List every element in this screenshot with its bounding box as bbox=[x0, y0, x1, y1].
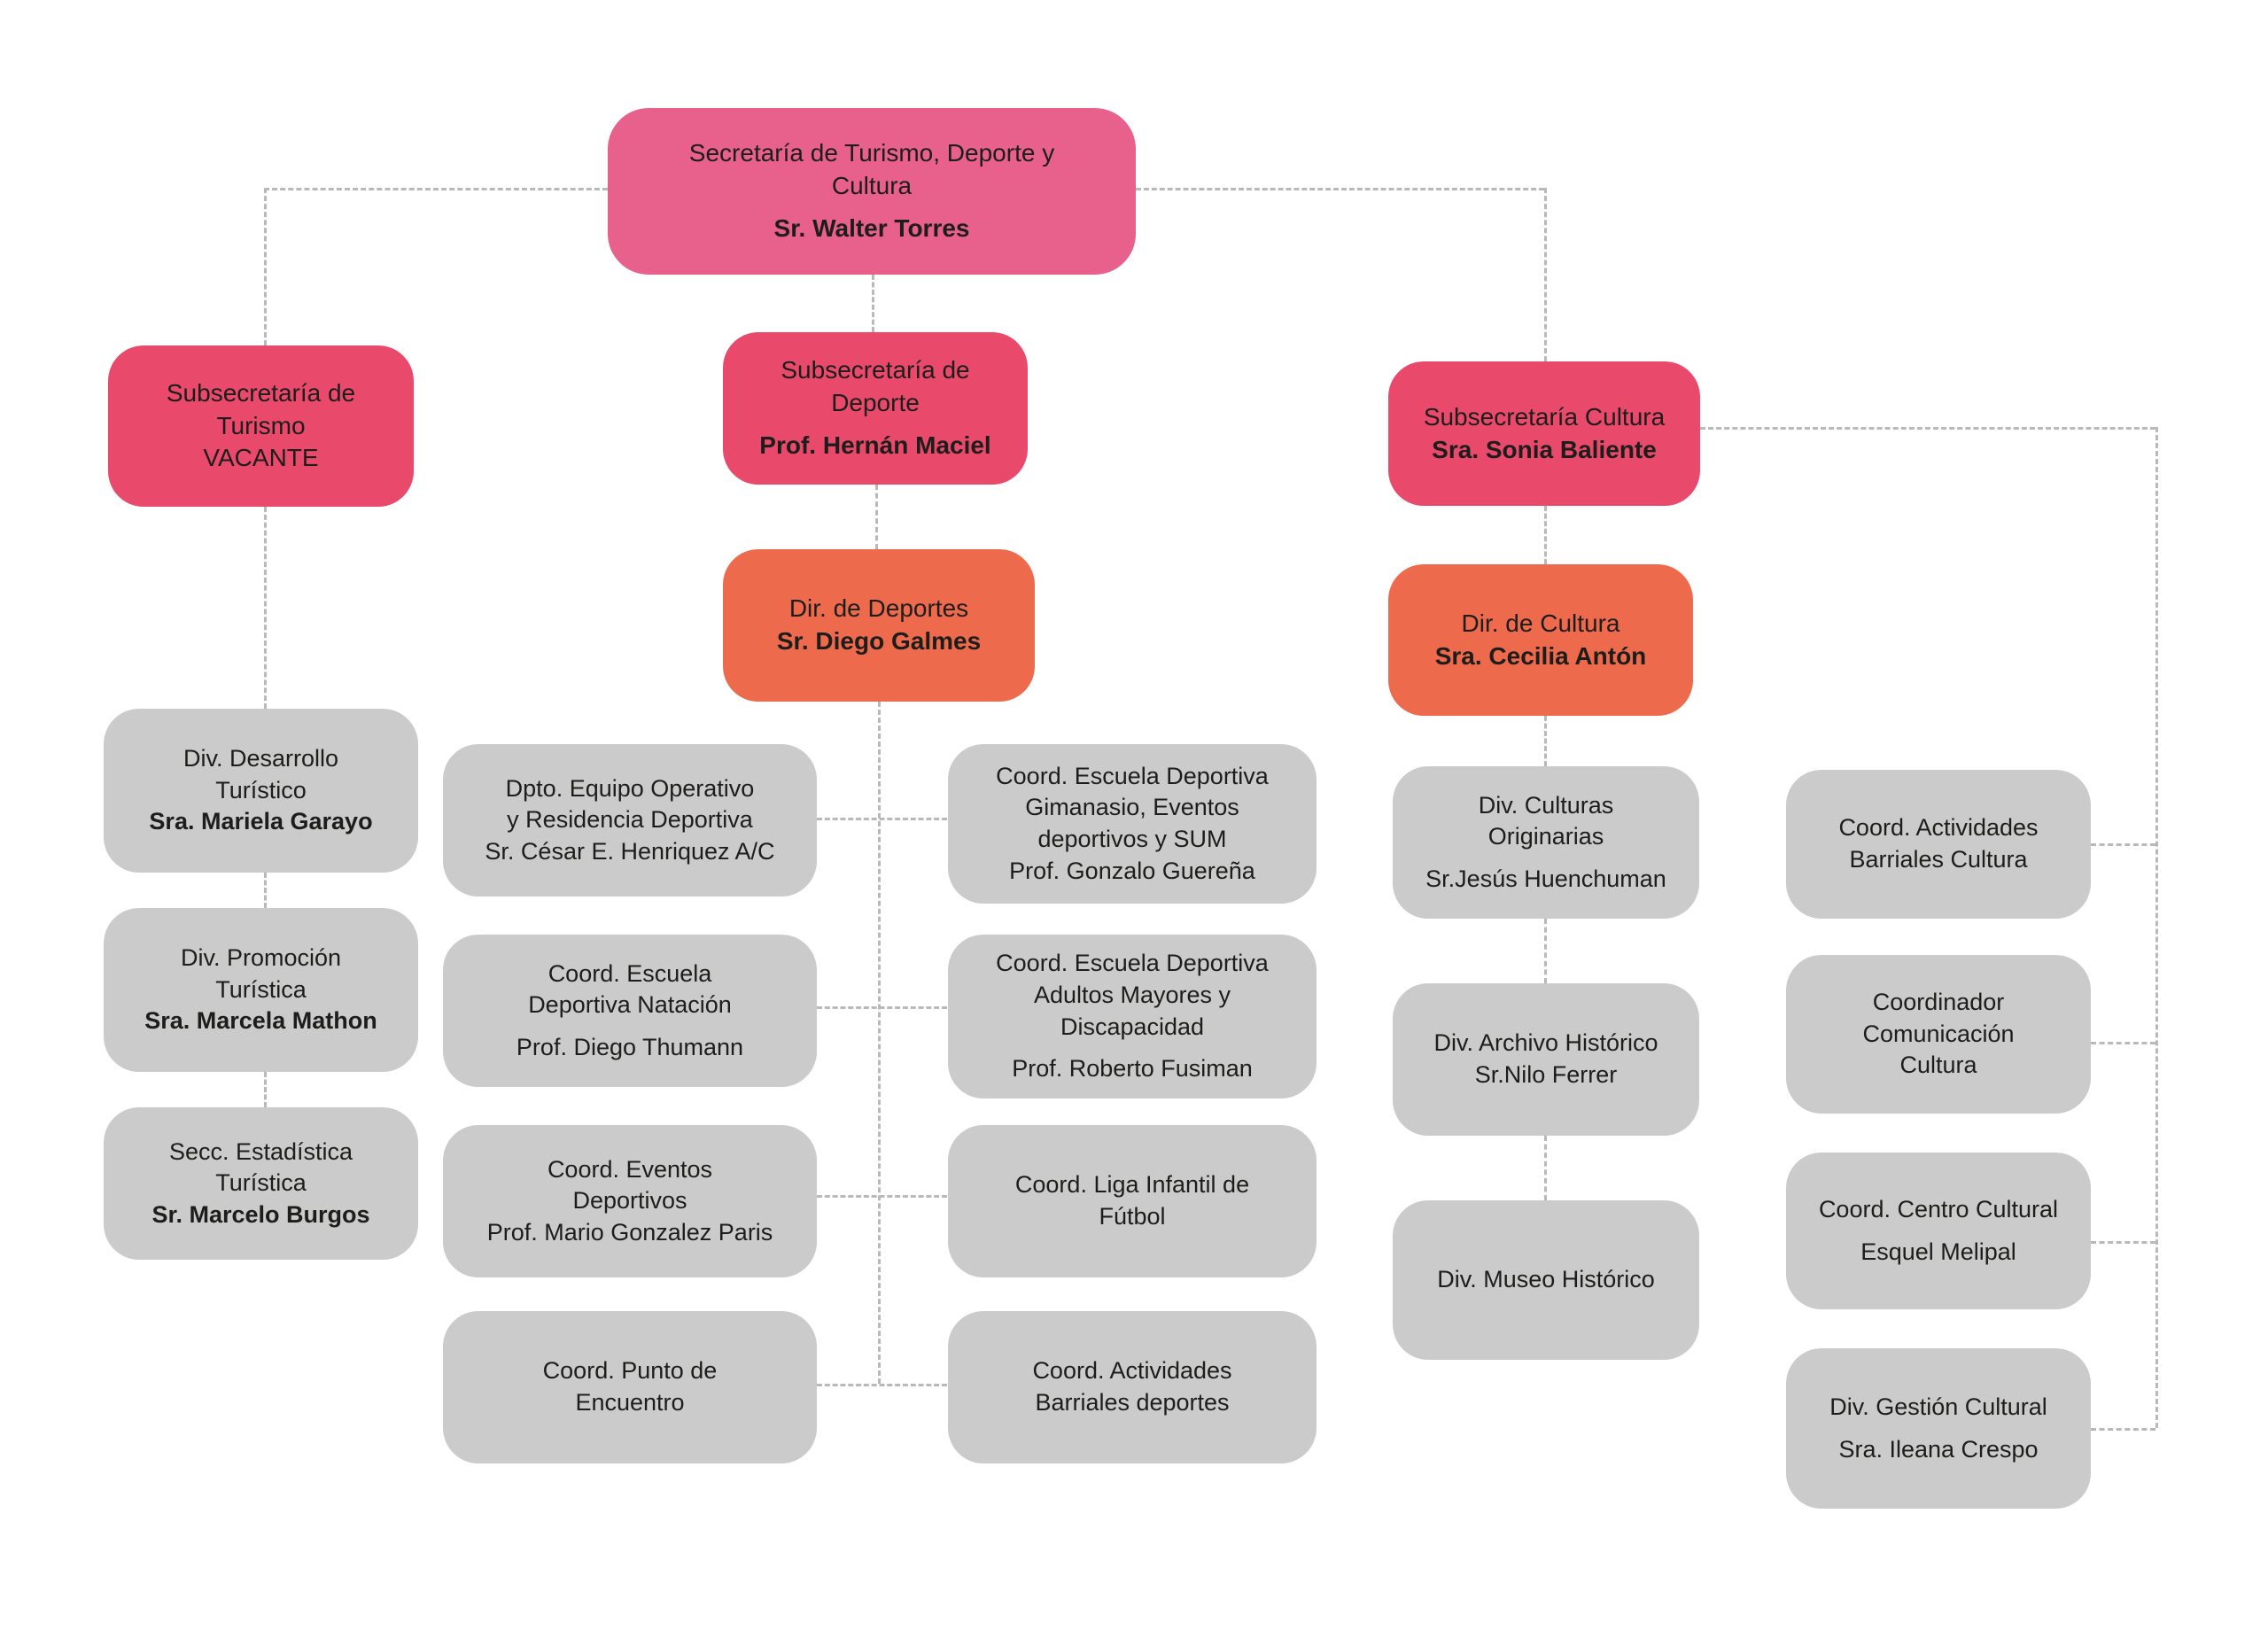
node-title: Div. Desarrollo Turístico bbox=[183, 745, 339, 803]
node-title: Coord. Escuela Deportiva Natación bbox=[528, 959, 732, 1019]
node-title: Coord. Escuela Deportiva Adultos Mayores… bbox=[996, 950, 1269, 1040]
node-person: Prof. Roberto Fusiman bbox=[1012, 1055, 1253, 1083]
node-person: Prof. Hernán Maciel bbox=[759, 431, 991, 460]
node-title: Coord. Eventos Deportivos bbox=[547, 1155, 713, 1215]
node-title: Div. Culturas Originarias bbox=[1478, 791, 1614, 850]
node-person: Sra. Ileana Crespo bbox=[1838, 1435, 2039, 1463]
org-node-div-culturas: Div. Culturas Originarias Sr.Jesús Huenc… bbox=[1393, 766, 1699, 919]
connector-line bbox=[2155, 427, 2158, 1428]
org-node-div-archivo: Div. Archivo Histórico Sr.Nilo Ferrer bbox=[1393, 983, 1699, 1136]
connector-line bbox=[817, 1006, 947, 1009]
node-person: Prof. Diego Thumann bbox=[516, 1033, 744, 1060]
node-title: Div. Gestión Cultural bbox=[1829, 1393, 2047, 1420]
org-node-coord-eventos: Coord. Eventos Deportivos Prof. Mario Go… bbox=[443, 1125, 817, 1277]
node-title: Subsecretaría Cultura bbox=[1423, 402, 1666, 431]
connector-line bbox=[817, 1384, 947, 1386]
node-person: Sr. Diego Galmes bbox=[776, 627, 982, 655]
node-person: Sra. Sonia Baliente bbox=[1432, 435, 1657, 463]
node-title: Secretaría de Turismo, Deporte y Cultura bbox=[688, 138, 1055, 199]
node-person: Sra. Marcela Mathon bbox=[144, 1007, 377, 1035]
org-node-div-gestion: Div. Gestión Cultural Sra. Ileana Crespo bbox=[1786, 1348, 2091, 1509]
connector-line bbox=[2091, 1042, 2155, 1044]
org-node-sub-cultura: Subsecretaría Cultura Sra. Sonia Balient… bbox=[1388, 361, 1700, 506]
connector-line bbox=[2091, 1241, 2155, 1244]
org-node-coordinador-comunicacion: Coordinador Comunicación Cultura bbox=[1786, 955, 2091, 1114]
node-title: Coord. Actividades Barriales Cultura bbox=[1838, 814, 2039, 873]
node-person: Sr.Jesús Huenchuman bbox=[1425, 865, 1666, 892]
node-title: Secc. Estadística Turística bbox=[168, 1137, 353, 1197]
connector-line bbox=[1544, 188, 1547, 361]
org-node-dpto-equipo: Dpto. Equipo Operativo y Residencia Depo… bbox=[443, 744, 817, 896]
connector-line bbox=[872, 275, 874, 332]
connector-line bbox=[1544, 506, 1547, 564]
node-title: Dir. de Deportes bbox=[788, 594, 969, 623]
org-node-div-desarrollo: Div. Desarrollo Turístico Sra. Mariela G… bbox=[104, 709, 418, 873]
node-person: Sr. César E. Henriquez A/C bbox=[485, 837, 775, 865]
node-person: Sr. Walter Torres bbox=[773, 214, 970, 243]
node-title: Coord. Actividades Barriales deportes bbox=[1032, 1357, 1232, 1416]
org-node-dir-deportes: Dir. de Deportes Sr. Diego Galmes bbox=[723, 549, 1035, 702]
connector-line bbox=[878, 702, 881, 1384]
org-node-div-museo: Div. Museo Histórico bbox=[1393, 1200, 1699, 1360]
connector-line bbox=[264, 507, 267, 709]
org-node-coord-barriales-cultura: Coord. Actividades Barriales Cultura bbox=[1786, 770, 2091, 919]
org-node-coord-adultos: Coord. Escuela Deportiva Adultos Mayores… bbox=[948, 935, 1317, 1098]
connector-line bbox=[264, 1072, 267, 1107]
org-node-div-promocion: Div. Promoción Turística Sra. Marcela Ma… bbox=[104, 908, 418, 1072]
connector-line bbox=[264, 188, 608, 190]
org-node-secretaria: Secretaría de Turismo, Deporte y Cultura… bbox=[608, 108, 1136, 275]
connector-line bbox=[1544, 919, 1547, 983]
connector-line bbox=[817, 818, 947, 820]
node-title: Coordinador Comunicación Cultura bbox=[1862, 989, 2015, 1079]
connector-line bbox=[2091, 1428, 2155, 1431]
org-node-coord-natacion: Coord. Escuela Deportiva Natación Prof. … bbox=[443, 935, 817, 1087]
org-node-sub-turismo: Subsecretaría de Turismo VACANTE bbox=[108, 345, 414, 507]
org-node-coord-barriales-deportes: Coord. Actividades Barriales deportes bbox=[948, 1311, 1317, 1463]
connector-line bbox=[1700, 427, 2155, 430]
connector-line bbox=[817, 1195, 947, 1198]
org-node-sub-deporte: Subsecretaría de Deporte Prof. Hernán Ma… bbox=[723, 332, 1028, 485]
node-title: Dpto. Equipo Operativo y Residencia Depo… bbox=[505, 774, 755, 834]
node-title: Subsecretaría de Turismo bbox=[166, 378, 356, 439]
org-node-coord-liga: Coord. Liga Infantil de Fútbol bbox=[948, 1125, 1317, 1277]
node-person: Sra. Cecilia Antón bbox=[1434, 641, 1647, 670]
org-node-coord-punto: Coord. Punto de Encuentro bbox=[443, 1311, 817, 1463]
node-person: Esquel Melipal bbox=[1860, 1238, 2016, 1265]
connector-line bbox=[1544, 716, 1547, 766]
node-title: Div. Archivo Histórico bbox=[1433, 1029, 1658, 1057]
connector-line bbox=[264, 188, 267, 345]
node-person: Prof. Mario Gonzalez Paris bbox=[486, 1218, 773, 1246]
connector-line bbox=[264, 873, 267, 908]
node-person: Prof. Gonzalo Guereña bbox=[1009, 857, 1255, 884]
org-node-coord-gimnasio: Coord. Escuela Deportiva Gimanasio, Even… bbox=[948, 744, 1317, 904]
org-node-dir-cultura: Dir. de Cultura Sra. Cecilia Antón bbox=[1388, 564, 1693, 716]
node-title: Coord. Centro Cultural bbox=[1818, 1195, 2059, 1222]
connector-line bbox=[1544, 1136, 1547, 1200]
connector-line bbox=[2091, 843, 2155, 846]
node-person: Sr.Nilo Ferrer bbox=[1474, 1061, 1618, 1088]
node-person: Sr. Marcelo Burgos bbox=[151, 1200, 370, 1228]
node-title: Subsecretaría de Deporte bbox=[781, 355, 970, 416]
node-title: Coord. Punto de Encuentro bbox=[542, 1357, 718, 1416]
node-title: Coord. Liga Infantil de Fútbol bbox=[1014, 1171, 1250, 1230]
connector-line bbox=[875, 485, 878, 549]
org-node-coord-centro-cultural: Coord. Centro Cultural Esquel Melipal bbox=[1786, 1153, 2091, 1309]
org-node-secc-estadistica: Secc. Estadística Turística Sr. Marcelo … bbox=[104, 1107, 418, 1260]
node-person: Sra. Mariela Garayo bbox=[149, 808, 373, 835]
node-title: Div. Museo Histórico bbox=[1437, 1266, 1655, 1293]
node-person: VACANTE bbox=[203, 444, 319, 472]
connector-line bbox=[1136, 188, 1544, 190]
node-title: Div. Promoción Turística bbox=[180, 944, 342, 1003]
node-title: Dir. de Cultura bbox=[1461, 609, 1620, 637]
node-title: Coord. Escuela Deportiva Gimanasio, Even… bbox=[996, 762, 1269, 852]
